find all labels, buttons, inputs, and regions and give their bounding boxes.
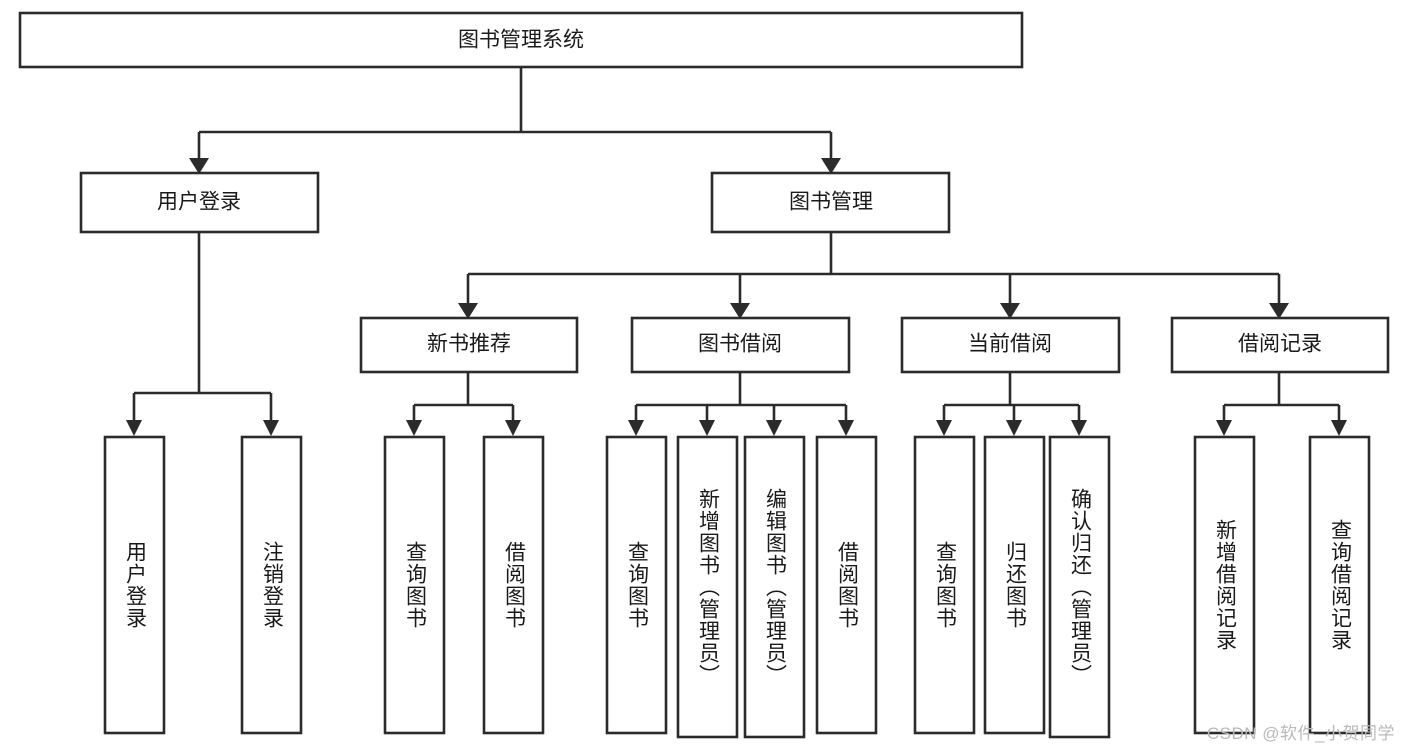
node-book-management-box[interactable] — [710, 171, 951, 234]
leaf-box-add-record[interactable] — [1193, 435, 1256, 735]
node-book-management[interactable]: 图书管理 — [710, 171, 951, 234]
watermark-text: CSDN @软件_小贺同学 — [1206, 724, 1395, 743]
node-user-login[interactable]: 用户登录 — [79, 171, 320, 234]
arrowhead-leaf-return-book — [1006, 420, 1022, 436]
arrowhead-leaf-query-record — [1331, 420, 1347, 436]
arrowhead-leaf-user-login — [126, 420, 142, 436]
arrowhead-current-borrow — [1000, 303, 1020, 319]
node-root[interactable]: 图书管理系统 — [18, 11, 1024, 69]
node-book-borrow-label: 图书借阅 — [698, 333, 782, 356]
connectors-root-to-level2 — [189, 67, 841, 174]
node-root-box[interactable] — [18, 11, 1024, 69]
node-book-management-label: 图书管理 — [789, 191, 873, 214]
arrowhead-borrow-record — [1269, 303, 1289, 319]
arrowhead-leaf-confirm-return — [1071, 420, 1087, 436]
node-current-borrow[interactable]: 当前借阅 — [900, 316, 1121, 374]
connectors-current-borrow-to-leaves — [936, 372, 1087, 436]
node-new-book-recommend-label: 新书推荐 — [427, 333, 511, 356]
leaf-box-user-logout[interactable] — [240, 435, 303, 735]
arrowhead-leaf-borrow-book-1 — [505, 420, 521, 436]
arrowhead-book-management — [821, 158, 841, 174]
arrowhead-leaf-borrow-book-2 — [838, 420, 854, 436]
leaf-box-query-record[interactable] — [1308, 435, 1371, 735]
arrowhead-new-book-recommend — [458, 303, 478, 319]
leaf-box-borrow-book-1[interactable] — [482, 435, 545, 735]
node-book-borrow[interactable]: 图书借阅 — [630, 316, 851, 374]
arrowhead-leaf-edit-book — [766, 420, 782, 436]
node-borrow-record-box[interactable] — [1170, 316, 1390, 374]
connectors-new-book-to-leaves — [406, 372, 521, 436]
arrowhead-user-login — [189, 158, 209, 174]
leaf-box-add-book[interactable] — [676, 435, 739, 739]
node-new-book-recommend[interactable]: 新书推荐 — [359, 316, 579, 374]
node-new-book-recommend-box[interactable] — [359, 316, 579, 374]
arrowhead-leaf-query-book-2 — [628, 420, 644, 436]
leaf-box-confirm-return[interactable] — [1048, 435, 1111, 739]
node-current-borrow-label: 当前借阅 — [968, 333, 1052, 356]
arrowhead-leaf-query-book-3 — [936, 420, 952, 436]
node-user-login-box[interactable] — [79, 171, 320, 234]
leaf-box-query-book-2[interactable] — [605, 435, 668, 735]
leaf-box-query-book-1[interactable] — [383, 435, 446, 735]
arrowhead-leaf-user-logout — [263, 420, 279, 436]
node-borrow-record[interactable]: 借阅记录 — [1170, 316, 1390, 374]
leaf-box-return-book[interactable] — [983, 435, 1046, 735]
connectors-book-borrow-to-leaves — [628, 372, 854, 436]
connectors-book-management-to-level3 — [458, 232, 1289, 319]
arrowhead-leaf-add-record — [1216, 420, 1232, 436]
node-book-borrow-box[interactable] — [630, 316, 851, 374]
node-user-login-label: 用户登录 — [157, 191, 241, 214]
node-root-label: 图书管理系统 — [458, 29, 584, 52]
leaf-box-edit-book[interactable] — [743, 435, 806, 739]
node-current-borrow-box[interactable] — [900, 316, 1121, 374]
arrowhead-book-borrow — [730, 303, 750, 319]
arrowhead-leaf-add-book — [699, 420, 715, 436]
leaf-box-user-login[interactable] — [103, 435, 166, 735]
connectors-user-login-to-leaves — [126, 232, 279, 436]
node-borrow-record-label: 借阅记录 — [1238, 333, 1322, 356]
arrowhead-leaf-query-book-1 — [406, 420, 422, 436]
leaf-box-borrow-book-2[interactable] — [815, 435, 878, 735]
connectors-borrow-record-to-leaves — [1216, 372, 1347, 436]
leaf-box-query-book-3[interactable] — [913, 435, 976, 735]
